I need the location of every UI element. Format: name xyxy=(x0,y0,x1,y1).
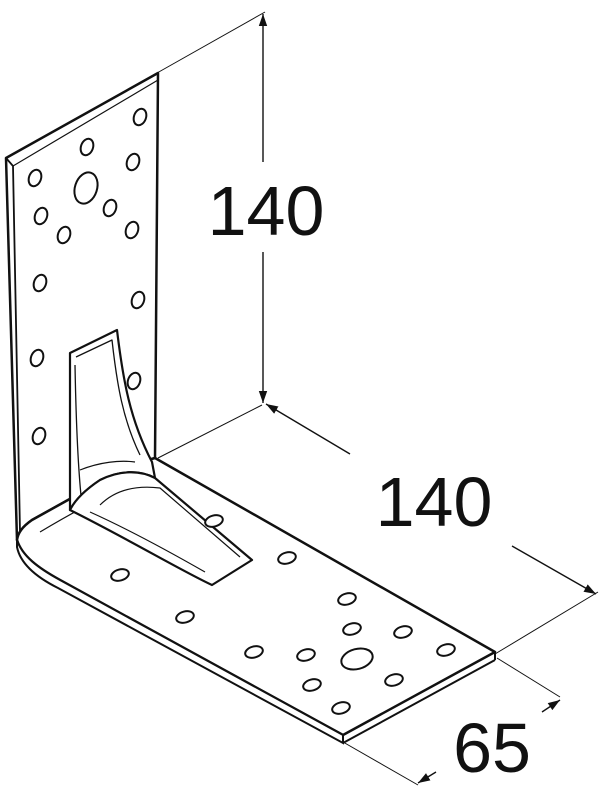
length-dimension-label: 140 xyxy=(376,463,493,541)
vertical-plate-holes xyxy=(27,107,148,446)
width-dimension-arrow-right xyxy=(541,699,561,713)
extension-lines xyxy=(156,11,599,786)
length-dimension-line-left xyxy=(265,403,351,455)
dimension-lines xyxy=(258,13,597,784)
large-hole-vertical xyxy=(73,171,99,205)
height-dimension-label: 140 xyxy=(208,172,325,250)
stiffening-rib xyxy=(68,328,254,587)
width-dimension-label: 65 xyxy=(453,709,531,787)
horizontal-plate-holes xyxy=(110,514,456,715)
length-dimension-line-right xyxy=(511,545,597,595)
width-dimension-arrow-left xyxy=(417,771,437,784)
large-hole-horizontal xyxy=(340,647,374,671)
